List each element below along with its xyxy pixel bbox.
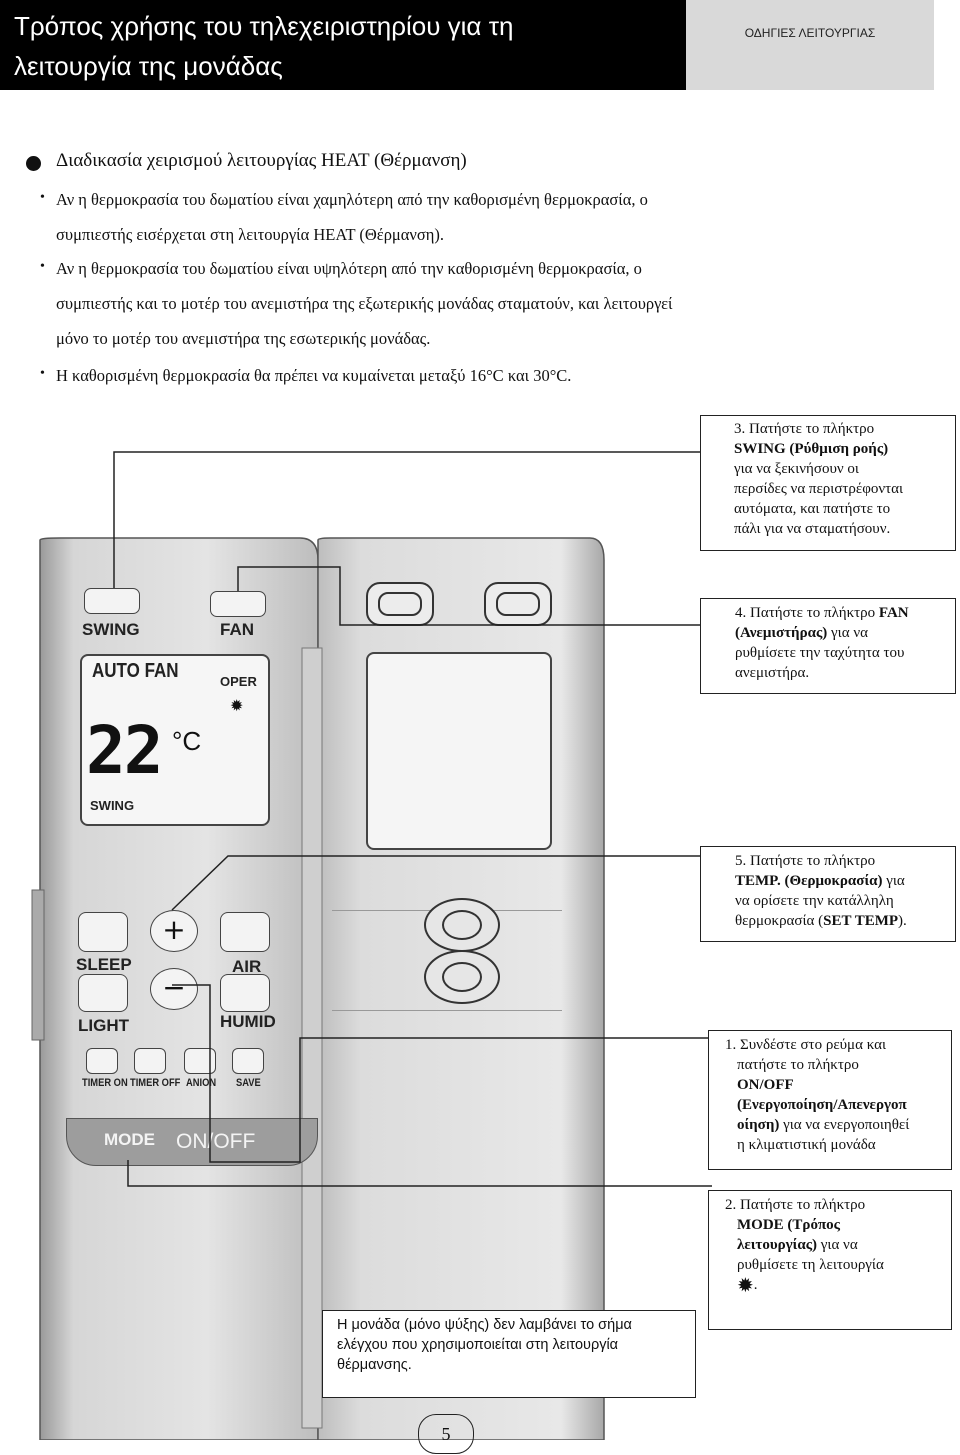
light-label: LIGHT	[78, 1016, 129, 1035]
callout-text: MODE (Τρόπος	[737, 1217, 840, 1233]
callout-text: για	[882, 873, 905, 889]
callout-swing: 3. Πατήστε το πλήκτρο SWING (Ρύθμιση ροή…	[700, 415, 956, 551]
callout-text: ).	[898, 913, 907, 929]
timer-on-label: TIMER ON	[82, 1077, 128, 1089]
timer-on-button[interactable]	[86, 1048, 118, 1074]
heat-sun-icon: ✹	[230, 698, 244, 715]
callout-note: Η μονάδα (μόνο ψύξης) δεν λαμβάνει το σή…	[322, 1310, 696, 1398]
callout-text: ελέγχου που χρησιμοποιείται στη λειτουργ…	[337, 1337, 619, 1353]
callout-text: (Ανεμιστήρας)	[735, 625, 828, 641]
intro-text: μόνο το μοτέρ του ανεμιστήρα της εσωτερι…	[56, 329, 431, 348]
temp-down-button[interactable]: −	[150, 968, 198, 1010]
mode-button[interactable]: MODE	[104, 1130, 155, 1149]
swing-button[interactable]	[84, 588, 140, 614]
timer-off-label: TIMER OFF	[130, 1077, 181, 1089]
cover-window	[366, 652, 552, 850]
temp-up-button[interactable]: +	[150, 910, 198, 952]
heat-sun-icon: ✹	[737, 1275, 754, 1297]
section-heading: Διαδικασία χειρισμού λειτουργίας HEAT (Θ…	[56, 150, 467, 171]
callout-onoff: 1. Συνδέστε στο ρεύμα και πατήστε το πλή…	[708, 1030, 952, 1170]
air-button[interactable]	[220, 912, 270, 952]
cover-round-button[interactable]	[424, 898, 500, 952]
callout-text: η κλιματιστική μονάδα	[737, 1137, 876, 1153]
onoff-button[interactable]: ON/OFF	[176, 1130, 256, 1153]
sleep-button[interactable]	[78, 912, 128, 952]
callout-temp: 5. Πατήστε το πλήκτρο TEMP. (Θερμοκρασία…	[700, 846, 956, 942]
air-label: AIR	[232, 957, 262, 976]
fan-label: FAN	[220, 620, 254, 639]
bullet-icon: •	[40, 259, 45, 274]
callout-text: λειτουργίας)	[737, 1237, 818, 1253]
callout-text: 1. Συνδέστε στο ρεύμα και	[725, 1037, 887, 1053]
save-button[interactable]	[232, 1048, 264, 1074]
callout-text: (Ενεργοποίηση/Απενεργοπ	[737, 1097, 907, 1113]
cover-button-inner	[496, 592, 540, 616]
humid-label: HUMID	[220, 1012, 276, 1031]
lcd-oper: OPER	[220, 674, 257, 689]
lcd-display	[80, 654, 270, 826]
cover-round-button[interactable]	[424, 950, 500, 1004]
callout-text: για να	[817, 1237, 858, 1253]
intro-text: Η καθορισμένη θερμοκρασία θα πρέπει να κ…	[56, 366, 572, 385]
intro-text: συμπιεστής και το μοτέρ του ανεμιστήρα τ…	[56, 294, 673, 313]
lcd-swing: SWING	[90, 798, 135, 813]
callout-text: οίηση)	[737, 1117, 780, 1133]
sleep-label: SLEEP	[76, 955, 132, 974]
callout-text: πατήστε το πλήκτρο	[737, 1057, 859, 1073]
cover-round-inner	[442, 962, 482, 992]
intro-text: Αν η θερμοκρασία του δωματίου είναι υψηλ…	[56, 259, 642, 278]
callout-text: TEMP. (Θερμοκρασία)	[735, 873, 883, 889]
humid-button[interactable]	[220, 974, 270, 1012]
callout-text: για να	[827, 625, 868, 641]
lcd-auto-fan: AUTO FAN	[92, 660, 179, 682]
callout-text: 2. Πατήστε το πλήκτρο	[725, 1197, 866, 1213]
callout-text: SWING (Ρύθμιση ροής)	[734, 441, 889, 457]
light-button[interactable]	[78, 974, 128, 1012]
callout-mode: 2. Πατήστε το πλήκτρο MODE (Τρόπος λειτο…	[708, 1190, 952, 1330]
fan-button[interactable]	[210, 591, 266, 617]
callout-text: ON/OFF	[737, 1077, 794, 1093]
callout-text: περσίδες να περιστρέφονται	[734, 481, 904, 497]
callout-text: SET TEMP	[823, 913, 899, 929]
page-title-line2: λειτουργία της μονάδας	[14, 51, 283, 81]
callout-text: πάλι για να σταματήσουν.	[734, 521, 891, 537]
callout-text: για να ενεργοποιηθεί	[779, 1117, 910, 1133]
callout-text: αυτόματα, και πατήστε το	[734, 501, 891, 517]
callout-text: 5. Πατήστε το πλήκτρο	[735, 853, 876, 869]
cover-button-inner	[378, 592, 422, 616]
callout-text: Η μονάδα (μόνο ψύξης) δεν λαμβάνει το σή…	[337, 1317, 632, 1333]
callout-text: ρυθμίσετε την ταχύτητα του	[735, 645, 905, 661]
page-title-line1: Τρόπος χρήσης του τηλεχειριστηρίου για τ…	[14, 11, 514, 41]
cover-round-inner	[442, 910, 482, 940]
lcd-temperature: 22	[86, 712, 163, 789]
callout-fan: 4. Πατήστε το πλήκτρο FAN (Ανεμιστήρας) …	[700, 598, 956, 694]
save-label: SAVE	[236, 1077, 261, 1089]
swing-label: SWING	[82, 620, 140, 639]
callout-text: να ορίσετε την κατάλληλη	[735, 893, 894, 909]
bullet-icon: •	[40, 190, 45, 205]
page-title: Τρόπος χρήσης του τηλεχειριστηρίου για τ…	[0, 0, 686, 90]
lcd-unit: °C	[172, 726, 202, 756]
bullet-icon: •	[40, 366, 45, 381]
callout-text: ρυθμίσετε τη λειτουργία	[737, 1257, 884, 1273]
callout-text: 3. Πατήστε το πλήκτρο	[734, 421, 875, 437]
page-number: 5	[418, 1414, 474, 1454]
heading-bullet-icon	[26, 156, 41, 171]
callout-text: 4. Πατήστε το πλήκτρο	[735, 605, 879, 621]
callout-text: για να ξεκινήσουν οι	[734, 461, 859, 477]
callout-text: .	[753, 1277, 758, 1293]
timer-off-button[interactable]	[134, 1048, 166, 1074]
section-tag: ΟΔΗΓΙΕΣ ΛΕΙΤΟΥΡΓΙΑΣ	[686, 0, 934, 90]
callout-text: ανεμιστήρα.	[735, 665, 810, 681]
callout-text: FAN	[878, 605, 909, 621]
intro-text: Αν η θερμοκρασία του δωματίου είναι χαμη…	[56, 190, 648, 209]
intro-text: συμπιεστής εισέρχεται στη λειτουργία HEA…	[56, 225, 445, 244]
callout-text: θέρμανσης.	[337, 1357, 412, 1373]
callout-text: θερμοκρασία (	[735, 913, 824, 929]
anion-label: ANION	[186, 1077, 217, 1089]
